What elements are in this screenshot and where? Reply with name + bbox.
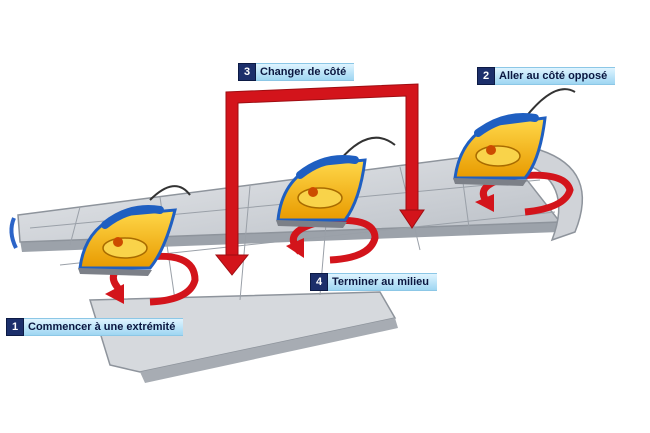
circular-arrow-right (479, 171, 574, 216)
circular-arrow-middle (289, 216, 379, 264)
board-handle (9, 217, 18, 249)
step-1-number: 1 (6, 318, 24, 336)
step-2-text: Aller au côté opposé (495, 67, 616, 85)
step-1-label: 1 Commencer à une extrémité (6, 318, 184, 336)
step-3-number: 3 (238, 63, 256, 81)
step-4-number: 4 (310, 273, 328, 291)
step-4-label: 4 Terminer au milieu (310, 273, 437, 291)
iron-left (78, 185, 191, 276)
board-front-edge (140, 318, 398, 383)
step-1-text: Commencer à une extrémité (24, 318, 184, 336)
step-3-label: 3 Changer de côté (238, 63, 355, 81)
iron-right (453, 88, 576, 186)
step-3-text: Changer de côté (256, 63, 355, 81)
step-2-label: 2 Aller au côté opposé (477, 67, 616, 85)
iron-middle (276, 136, 396, 228)
change-side-arrow (214, 83, 425, 276)
step-4-text: Terminer au milieu (328, 273, 437, 291)
circular-arrow-heads (105, 194, 494, 304)
step-2-number: 2 (477, 67, 495, 85)
